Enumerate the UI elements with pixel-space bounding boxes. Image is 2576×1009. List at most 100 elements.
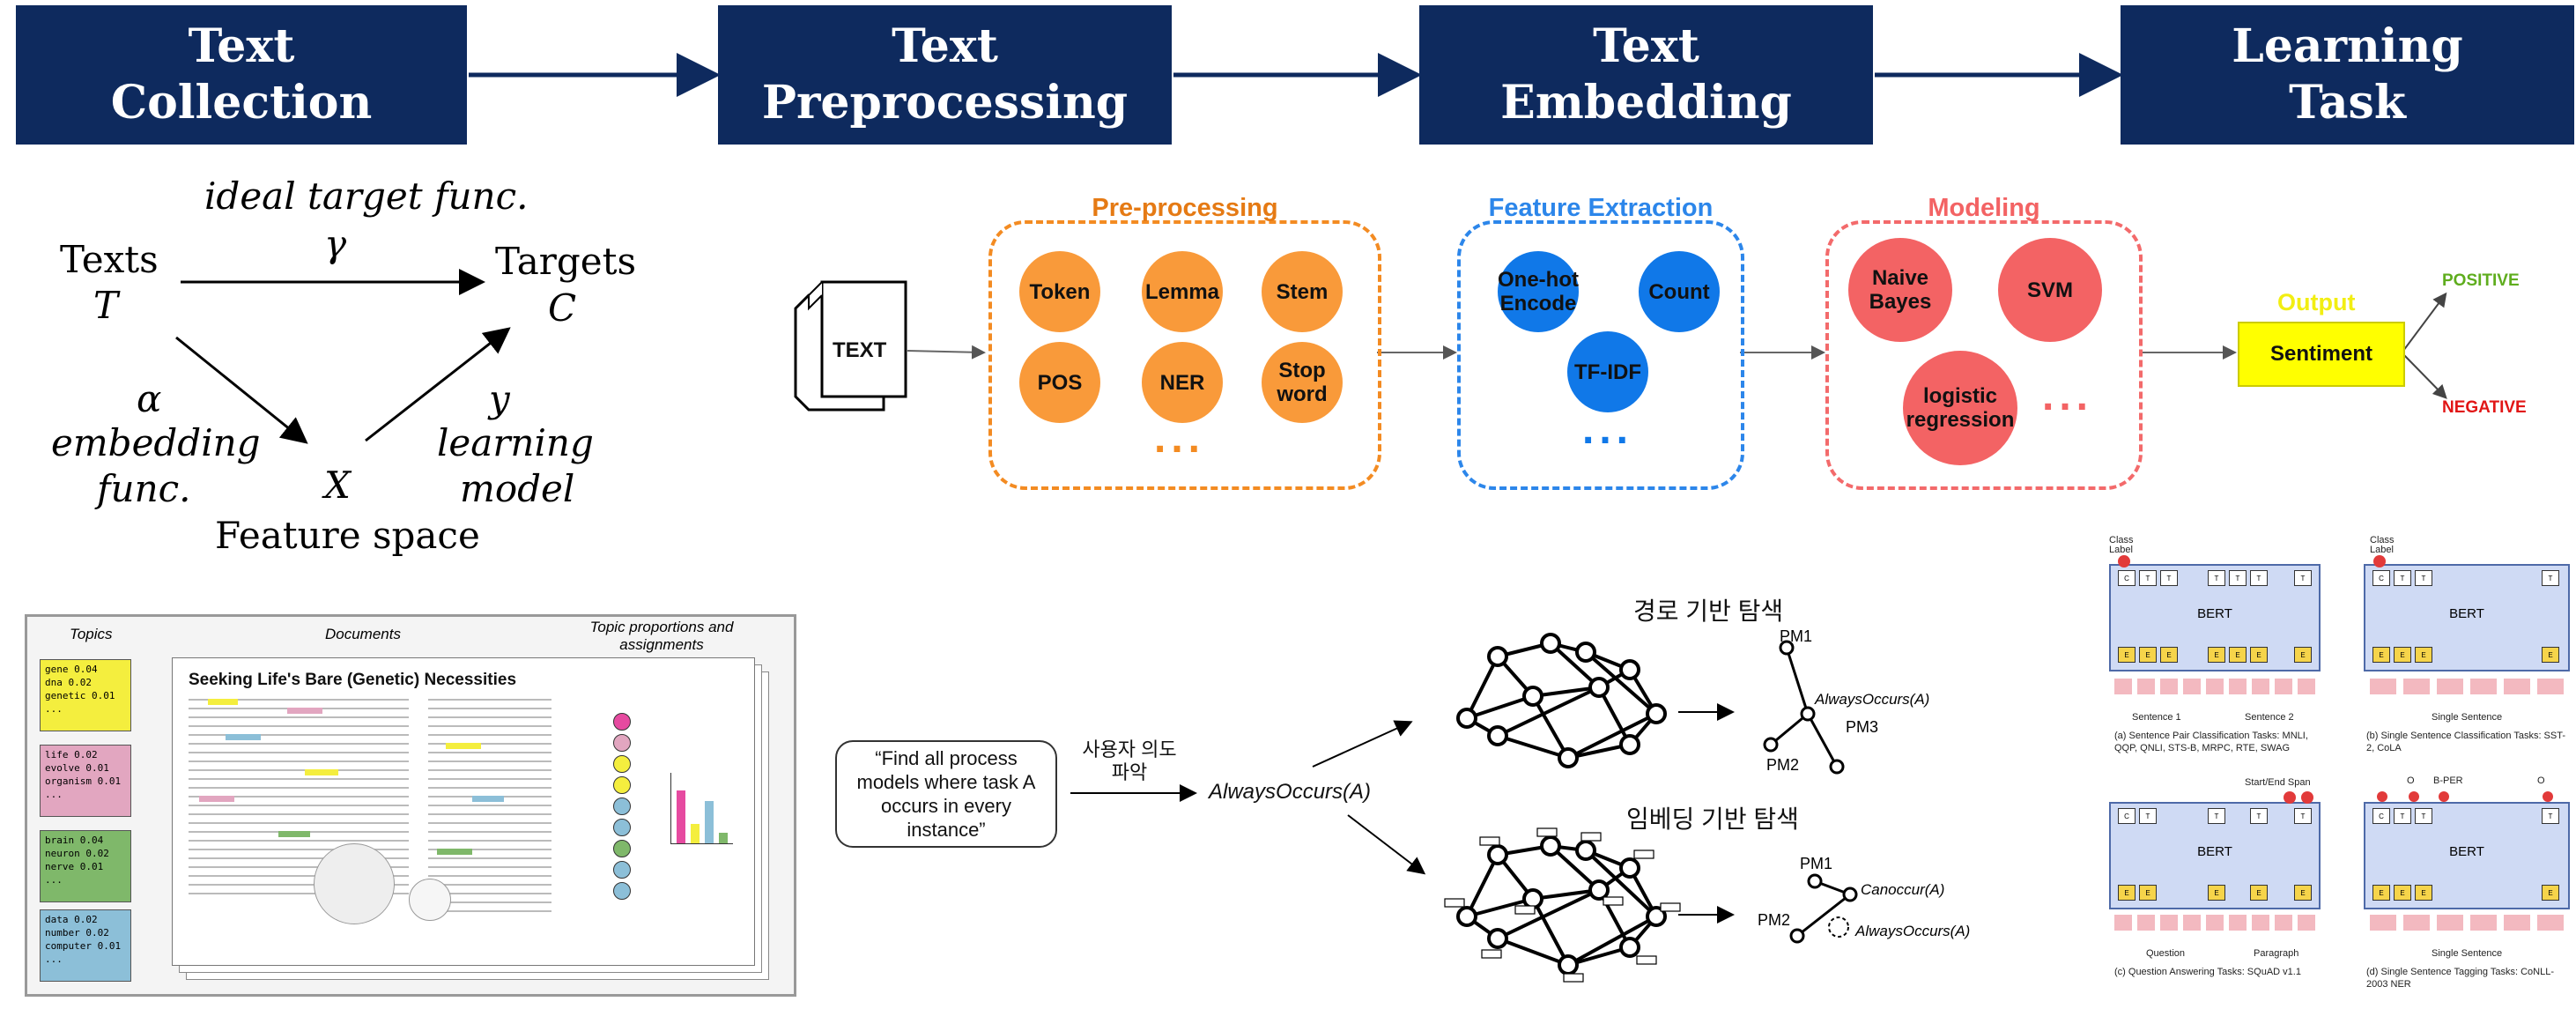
bert-seg1-c: Question — [2146, 948, 2186, 959]
lda-topic-word: ... — [45, 874, 63, 886]
bert-token: T — [2542, 570, 2559, 586]
stage-line1: Learning — [2232, 19, 2463, 73]
bert-span-marker-c — [2284, 791, 2296, 804]
bert-token: T — [2394, 570, 2411, 586]
bert-token: T — [2139, 808, 2157, 824]
lda-topic-word: ... — [45, 703, 63, 715]
bert-token: T — [2139, 570, 2157, 586]
bert-span-marker-c2 — [2301, 791, 2313, 804]
learning-model-line2: model — [460, 467, 575, 510]
bubble-stop-word: Stop word — [1262, 342, 1343, 423]
bert-token: C — [2118, 570, 2136, 586]
arrow-formula-to-path — [1312, 720, 1413, 768]
bert-caption-a: (a) Sentence Pair Classification Tasks: … — [2114, 731, 2308, 753]
bert-seg2-c: Paragraph — [2254, 948, 2299, 959]
bert-token: T — [2294, 570, 2312, 586]
bert-token: E — [2372, 647, 2390, 663]
bert-token: E — [2118, 647, 2136, 663]
bert-class-label-a: Class Label — [2109, 535, 2134, 555]
feature-extraction-panel: Feature Extraction — [1457, 194, 1744, 490]
bubble-tf-idf: TF-IDF — [1567, 331, 1648, 412]
output-positive: POSITIVE — [2442, 271, 2520, 290]
bert-token: C — [2372, 808, 2390, 824]
bert-caption-d: (d) Single Sentence Tagging Tasks: CoNLL… — [2366, 967, 2554, 990]
bert-tokens-row-a — [2114, 679, 2317, 694]
lda-highlight — [305, 769, 338, 775]
lda-proportions-header: Topic proportions and assignments — [589, 619, 734, 653]
bert-token: E — [2372, 885, 2390, 901]
embedding-func-line1: embedding — [51, 421, 261, 464]
text-document-icon — [794, 280, 907, 412]
bubble-token: Token — [1019, 251, 1100, 332]
pipe-line-out-negative — [2402, 353, 2447, 399]
preprocessing-more: ... — [1154, 415, 1206, 462]
modeling-title: Modeling — [1928, 194, 2040, 222]
path-graph-network — [1456, 633, 1667, 768]
bert-panel-c: BERT C T T T T E E E E E — [2109, 802, 2321, 909]
lda-highlight — [208, 699, 238, 705]
intent-line2: 파악 — [1111, 761, 1148, 783]
bert-token: E — [2160, 647, 2178, 663]
bert-span-label-c: Start/End Span — [2245, 777, 2311, 788]
bert-panel-a: BERT C T T T T T T E E E E E E E — [2109, 564, 2321, 671]
bert-tag-o-1: O — [2407, 775, 2415, 786]
bert-tokens-row-c — [2114, 915, 2317, 931]
arrow-x-to-targets — [365, 327, 511, 442]
lda-topic-word: nerve 0.01 — [45, 861, 104, 872]
preprocessing-title: Pre-processing — [1092, 194, 1278, 222]
lda-topic-word: genetic 0.01 — [45, 690, 115, 701]
lda-topic-word: ... — [45, 953, 63, 965]
lda-proportion-histogram — [670, 773, 733, 844]
lda-topic-dots — [613, 713, 633, 924]
lda-documents-header: Documents — [325, 626, 401, 642]
bert-token: T — [2250, 570, 2268, 586]
bert-label: BERT — [2449, 606, 2484, 621]
intent-label: 사용자 의도 파악 — [1077, 738, 1182, 784]
embed-search-title: 임베딩 기반 탐색 — [1626, 805, 1799, 833]
bert-caption-b: (b) Single Sentence Classification Tasks… — [2366, 731, 2566, 753]
path-pm3: PM3 — [1846, 718, 1879, 736]
bert-token: T — [2415, 570, 2432, 586]
lda-highlight — [446, 743, 481, 749]
alpha-symbol: α — [137, 377, 162, 420]
pipe-line-out-positive — [2402, 292, 2447, 352]
lda-topic-word: evolve 0.01 — [45, 762, 109, 774]
lda-document-page: Seeking Life's Bare (Genetic) Necessitie… — [172, 657, 755, 966]
bert-tokens-row-d — [2370, 915, 2564, 931]
embed-pm2: PM2 — [1758, 911, 1791, 929]
embed-graph-network — [1456, 835, 1667, 976]
bert-panel-b: BERT C T T T E E E E — [2364, 564, 2570, 671]
query-text: “Find all process models where task A oc… — [856, 747, 1036, 841]
bubble-pos: POS — [1019, 342, 1100, 423]
lda-topic-word: organism 0.01 — [45, 775, 122, 787]
bubble-count: Count — [1639, 251, 1720, 332]
stage-line2: Embedding — [1500, 76, 1792, 130]
lda-topic-word: life 0.02 — [45, 749, 98, 760]
path-pm2: PM2 — [1766, 756, 1800, 774]
bert-class-marker-a — [2118, 555, 2130, 568]
bert-panel-d: BERT C T T T E E E E — [2364, 802, 2570, 909]
preprocessing-panel: Pre-processing — [988, 194, 1381, 490]
bert-seg1-b: Single Sentence — [2432, 712, 2503, 723]
bert-token: C — [2118, 808, 2136, 824]
stage-line2: Task — [2289, 76, 2406, 130]
bert-label: BERT — [2197, 844, 2232, 859]
bert-label: BERT — [2449, 844, 2484, 859]
lda-highlight — [437, 849, 472, 855]
output-title: Output — [2277, 289, 2356, 315]
bert-token: E — [2294, 885, 2312, 901]
formula-label: AlwaysOccurs(A) — [1209, 780, 1372, 804]
bert-token: T — [2250, 808, 2268, 824]
bubble-ner: NER — [1142, 342, 1223, 423]
stage-line1: Text — [892, 19, 998, 73]
bert-token: T — [2542, 808, 2559, 824]
bubble-logistic-regression: logistic regression — [1903, 351, 2017, 465]
lda-topic-word: gene 0.04 — [45, 664, 98, 675]
bert-token: E — [2139, 647, 2157, 663]
bert-seg1-d: Single Sentence — [2432, 948, 2503, 959]
lda-highlight — [226, 734, 261, 740]
feature-extraction-more: ... — [1582, 406, 1634, 453]
